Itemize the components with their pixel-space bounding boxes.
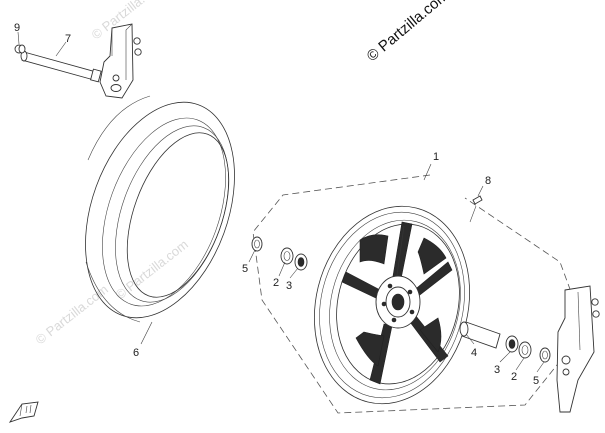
callout-8: 8 (485, 175, 491, 187)
bearing-left (280, 247, 294, 265)
wheel-spokes (341, 221, 453, 385)
callout-2-left: 2 (273, 277, 279, 289)
oil-seal-right (539, 347, 551, 363)
tire-valve (472, 195, 483, 205)
leader-lines (17, 31, 545, 373)
callout-5-right: 5 (533, 375, 539, 387)
front-direction-arrow-icon (8, 401, 39, 423)
axle-spacer (459, 321, 501, 349)
copyright-text: © Partzilla.com (364, 0, 452, 65)
axle-nut (14, 44, 26, 54)
callout-7: 7 (65, 33, 71, 45)
callout-9: 9 (14, 22, 20, 34)
callout-2-right: 2 (511, 371, 517, 383)
right-fork-leg (556, 285, 600, 413)
front-axle (20, 50, 102, 83)
collar-left (294, 253, 308, 271)
collar-right (505, 335, 519, 353)
callout-3-left: 3 (286, 280, 292, 292)
wheel-hub (375, 275, 421, 329)
bearing-right (518, 341, 532, 359)
watermark-mid: © Partzilla.com (113, 237, 191, 303)
left-fork-leg (99, 23, 142, 99)
callout-5-left: 5 (242, 263, 248, 275)
oil-seal-left (251, 236, 263, 252)
assembly-dashed-outline (252, 174, 586, 414)
callout-6: 6 (133, 347, 139, 359)
callout-3-right: 3 (494, 364, 500, 376)
tire (85, 95, 235, 323)
callout-4: 4 (471, 347, 477, 359)
callout-1: 1 (433, 151, 439, 163)
